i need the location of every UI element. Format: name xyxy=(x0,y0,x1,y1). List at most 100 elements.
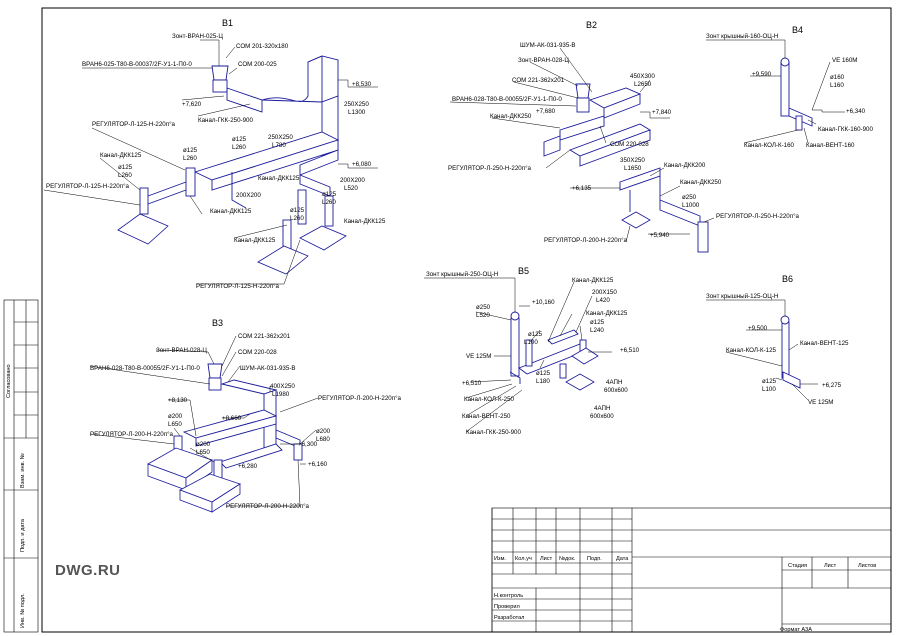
system-v2: В2 ШУМ-АК-031-935-В Зонт-ВРАН-028-Ц xyxy=(448,20,800,253)
inv-orig-label: Инв. № подл. xyxy=(20,593,26,628)
col-list: Лист xyxy=(540,556,553,562)
v4-title: В4 xyxy=(792,25,803,35)
v2-label-12: РЕГУЛЯТОР-Л-250-Н-220п°а xyxy=(448,165,532,172)
v5-label-6: L520 xyxy=(476,312,490,319)
v5-label-18: 600х600 xyxy=(604,387,628,394)
sheet-label: Лист xyxy=(824,563,837,569)
v2-label-6: +7,680 xyxy=(536,108,556,115)
v1-label-0: Зонт-ВРАН-025-Ц xyxy=(172,33,223,40)
v2-label-4: 450Х300 xyxy=(630,73,655,80)
v6-label-1: +9,500 xyxy=(748,325,768,332)
v3-label-11: L650 xyxy=(168,421,182,428)
v2-label-19: РЕГУЛЯТОР-Л-200-Н-220п°а xyxy=(544,237,628,244)
system-v4: В4 Зонт крышный-160-ОЦ-Н VE 160M +9,590 … xyxy=(706,25,873,149)
v5-label-3: 200Х150 xyxy=(592,289,617,296)
v5-label-4: L420 xyxy=(596,297,610,304)
v2-label-20: +5,940 xyxy=(650,232,670,239)
col-kol: Кол.уч xyxy=(515,556,532,562)
v3-label-10: ø200 xyxy=(168,413,183,420)
inv-replace-label: Взам. инв. № xyxy=(20,453,26,488)
col-ndok: №док. xyxy=(559,556,576,562)
system-v1: В1 Зон xyxy=(43,18,386,290)
sheet-frame xyxy=(41,7,892,633)
v6-label-5: L100 xyxy=(762,386,776,393)
v3-label-1: Зонт-ВРАН-028-Ц xyxy=(156,347,207,354)
v5-label-10: ø125 xyxy=(590,319,605,326)
row-nkontrol: Н.контроль xyxy=(494,593,523,599)
v2-label-15: Канал-ДКК250 xyxy=(680,179,722,186)
v2-label-13: +6,135 xyxy=(572,185,592,192)
v4-label-6: Канал-ГКК-160-900 xyxy=(818,126,873,133)
v3-label-4: ШУМ-АК-031-935-В xyxy=(240,365,296,372)
v2-label-3: ВРАН6-028-Т80-В-00055/2F-У1-1-П0-0 xyxy=(452,96,562,103)
v6-label-4: ø125 xyxy=(762,378,777,385)
v5-label-7: Канал-ДКК125 xyxy=(586,310,628,317)
v2-label-1: Зонт-ВРАН-028-Ц xyxy=(518,57,569,64)
v2-label-9: СОМ 220-028 xyxy=(610,141,649,148)
v1-label-14: +6,080 xyxy=(352,161,372,168)
v3-label-15: ø200 xyxy=(196,441,211,448)
col-podp: Подп. xyxy=(587,556,602,562)
v3-label-2: СОМ 220-028 xyxy=(238,349,277,356)
v6-label-3: Канал-КОЛ-К-125 xyxy=(726,347,777,354)
v1-label-7: L1300 xyxy=(348,109,366,116)
v4-label-5: +6,340 xyxy=(846,108,866,115)
v2-label-17: L1000 xyxy=(682,202,700,209)
v1-label-30: Канал-ДКК125 xyxy=(344,218,386,225)
v3-label-0: СОМ 221-362х201 xyxy=(238,333,291,340)
v1-label-23: ø125 xyxy=(118,164,133,171)
v4-label-3: ø160 xyxy=(830,74,845,81)
v3-title: В3 xyxy=(212,318,223,328)
v2-label-7: Канал-ДКК250 xyxy=(490,113,532,120)
v3-label-8: +8,130 xyxy=(168,397,188,404)
v1-label-19: 200Х200 xyxy=(340,177,365,184)
v1-label-2: ВРАН6-025-Т80-В-00037/2F-У1-1-П0-0 xyxy=(82,61,192,68)
v3-label-18: +6,160 xyxy=(308,461,328,468)
v6-label-6: +6,275 xyxy=(822,382,842,389)
v3-label-6: L1980 xyxy=(272,391,290,398)
v3-label-19: +6,280 xyxy=(238,463,258,470)
v1-label-1: СОМ 201-320х180 xyxy=(236,43,289,50)
row-checked: Проверил xyxy=(494,604,520,610)
v1-label-15: Канал-ДКК125 xyxy=(100,152,142,159)
v5-label-23: Канал-ГКК-250-900 xyxy=(466,429,521,436)
v4-label-1: VE 160M xyxy=(832,57,857,64)
col-data: Дата xyxy=(616,556,629,562)
v2-label-8: +7,840 xyxy=(652,109,672,116)
v2-title: В2 xyxy=(586,20,597,30)
v2-label-0: ШУМ-АК-031-935-В xyxy=(520,42,576,49)
v5-label-15: L180 xyxy=(536,378,550,385)
v5-label-22: Канал-ВЕНТ-250 xyxy=(462,413,511,420)
v1-label-9: РЕГУЛЯТОР-Л-125-Н-220п°а xyxy=(92,121,176,128)
v5-label-5: ø250 xyxy=(476,304,491,311)
v4-label-2: +9,590 xyxy=(752,71,772,78)
v5-label-11: L240 xyxy=(590,327,604,334)
v1-title: В1 xyxy=(222,18,233,28)
v2-label-2: СОМ 221-362х201 xyxy=(512,77,565,84)
v3-label-20: РЕГУЛЯТОР-Л-200-Н-220п°а xyxy=(226,503,310,510)
v1-label-16: ø125 xyxy=(183,147,198,154)
v6-label-2: Канал-ВЕНТ-125 xyxy=(800,340,849,347)
v1-label-32: РЕГУЛЯТОР-Л-125-Н-220п°а xyxy=(196,283,280,290)
v1-label-20: L520 xyxy=(344,185,358,192)
v1-label-31: Канал-ДКК125 xyxy=(234,237,276,244)
row-developed: Разработал xyxy=(494,615,524,621)
v5-label-17: 4АПН xyxy=(606,379,622,386)
format-label: Формат А3А xyxy=(780,627,812,633)
system-v3: В3 СОМ 221-362х2 xyxy=(89,318,402,513)
v5-label-16: +6,510 xyxy=(462,380,482,387)
v5-label-1: Канал-ДКК125 xyxy=(572,277,614,284)
v1-label-5: +7,620 xyxy=(182,101,202,108)
v3-label-16: L650 xyxy=(196,449,210,456)
v3-label-3: ВРАН6-028-Т80-В-00055/2F-У1-1-П0-0 xyxy=(90,365,200,372)
system-v5: В5 Зонт крышный-250-ОЦ-Н Канал-ДКК125 +1… xyxy=(424,266,640,436)
v1-label-12: 250Х250 xyxy=(268,134,293,141)
v1-label-21: РЕГУЛЯТОР-Л-125-Н-220п°а xyxy=(46,183,130,190)
v4-label-0: Зонт крышный-160-ОЦ-Н xyxy=(706,33,778,40)
v4-label-8: Канал-ВЕНТ-160 xyxy=(806,142,855,149)
v4-label-4: L160 xyxy=(830,82,844,89)
sheets-label: Листов xyxy=(858,563,876,569)
sign-date-label: Подп. и дата xyxy=(20,518,26,552)
v1-label-13: L780 xyxy=(272,142,286,149)
